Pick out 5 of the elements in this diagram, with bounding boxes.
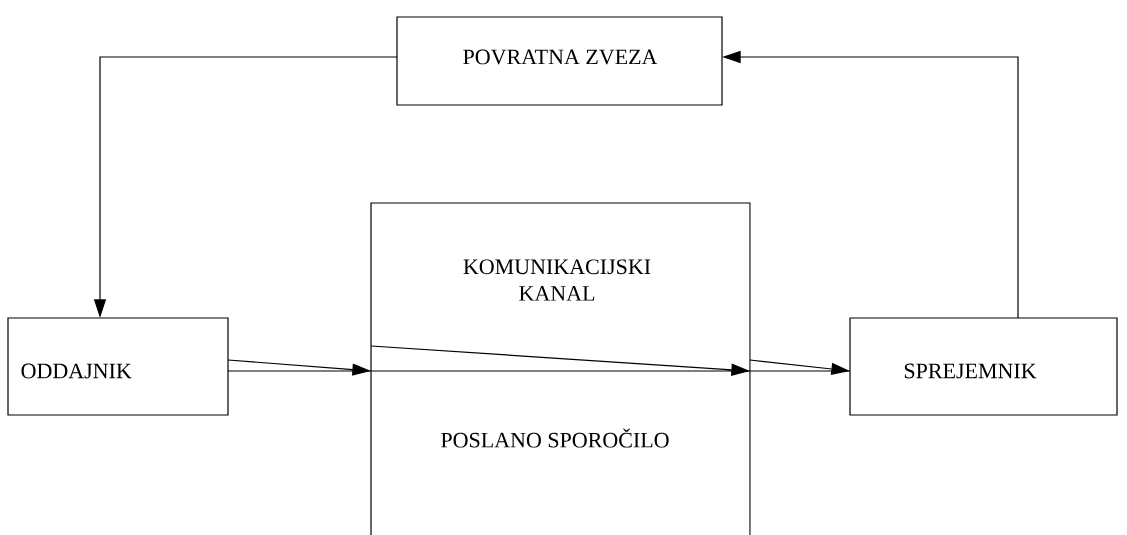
process-box: POVRATNA ZVEZA <box>396 16 723 106</box>
process-box: ODDAJNIK <box>7 317 229 416</box>
channel-box: KOMUNIKACIJSKI KANAL POSLANO SPOROČILO <box>370 202 751 535</box>
arrow <box>227 359 372 376</box>
process-box: SPREJEMNIK <box>849 317 1118 416</box>
